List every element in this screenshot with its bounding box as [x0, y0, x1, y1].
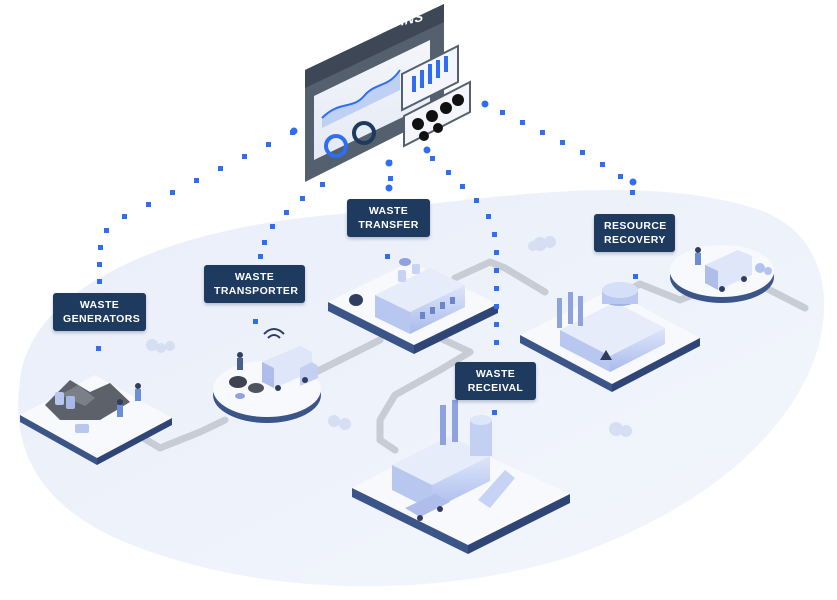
label-line: TRANSFER — [358, 219, 419, 231]
receival-platform — [352, 400, 570, 554]
transporter-platform — [213, 328, 321, 423]
generators-platform — [20, 375, 172, 465]
data-connections — [96, 100, 638, 415]
label-resource-recovery: RESOURCE RECOVERY — [594, 214, 675, 252]
wifi-icon — [263, 328, 285, 339]
label-line: WASTE — [79, 299, 120, 311]
label-line: WASTE — [368, 205, 409, 217]
label-line: RECEIVAL — [467, 382, 524, 394]
label-line: RESOURCE — [604, 220, 667, 232]
label-line: TRANSPORTER — [214, 285, 299, 297]
label-line: RECOVERY — [604, 234, 666, 246]
recovery-truck-platform — [670, 245, 774, 303]
label-waste-transporter: WASTE TRANSPORTER — [204, 265, 305, 303]
label-waste-transfer: WASTE TRANSFER — [347, 199, 430, 237]
label-line: WASTE — [475, 368, 516, 380]
recovery-platform — [520, 282, 700, 392]
label-waste-receival: WASTE RECEIVAL — [455, 362, 536, 400]
label-line: WASTE — [234, 271, 275, 283]
label-waste-generators: WASTE GENERATORS — [53, 293, 146, 331]
dashboard-panel — [305, 4, 471, 182]
transfer-platform — [328, 258, 498, 354]
label-line: GENERATORS — [63, 313, 141, 325]
